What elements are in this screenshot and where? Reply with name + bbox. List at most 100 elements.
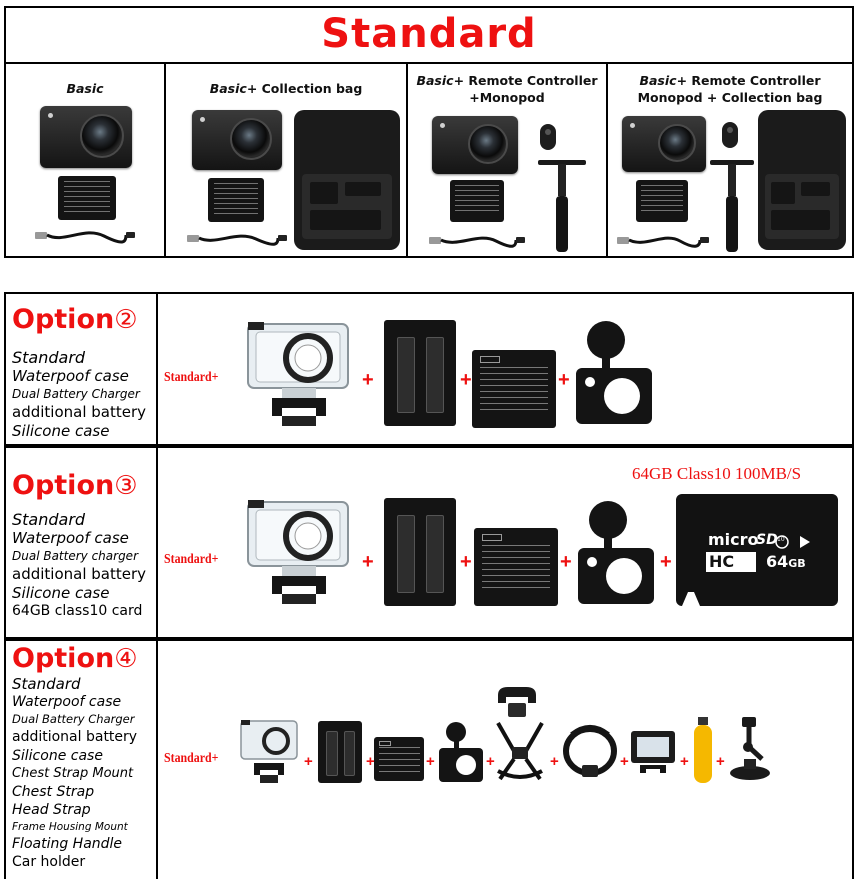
list-item: Silicone case [12,584,110,602]
waterproof-case-image [240,720,298,783]
option-3-products: 64GB Class10 100MB/S Standard+ + + + [158,448,852,637]
silicone-case-image [576,321,652,424]
list-item: Dual Battery Charger [12,387,140,401]
plus-sign: + [366,753,375,770]
additional-battery-image [374,737,424,781]
plus-sign: + [362,369,374,391]
usb-cable-image [429,236,525,248]
dual-battery-charger-image [318,721,362,783]
standard-cell-remote-monopod: Basic+ Remote Controller +Monopod [408,64,608,258]
plus-sign: + [716,753,725,770]
list-item: Dual Battery charger [12,549,138,563]
plus-sign: + [680,753,689,770]
dual-battery-charger-image [384,320,456,426]
plus-sign: + [660,551,672,573]
additional-battery-image [474,528,558,606]
standard-cell-bag: Basic+ Collection bag [166,64,408,258]
option-3-title: Option③ [12,470,138,501]
list-item: 64GB class10 card [12,603,143,619]
frame-housing-mount-image [631,731,675,773]
option-4-item-list: Standard Waterpoof case Dual Battery Cha… [12,675,158,871]
remote-controller-image [540,124,556,150]
cell-caption: Basic+ Remote Controller Monopod + Colle… [637,73,823,105]
usb-cable-image [35,231,135,244]
list-item: Waterpoof case [12,694,122,710]
dual-battery-charger-image [384,498,456,606]
usb-cable-image [617,236,709,248]
standard-row: Basic Basic+ Collection bag [6,62,852,258]
battery-image [450,180,504,222]
camera-image [622,116,706,172]
remote-controller-image [722,122,738,148]
battery-image [208,178,264,222]
cell-caption: Basic+ Remote Controller +Monopod [416,73,598,105]
sd-capacity: 64GB [766,552,806,571]
card-caption: 64GB Class10 100MB/S [632,464,802,483]
option-2-item-list: Standard Waterpoof case Dual Battery Cha… [12,348,158,440]
plus-sign: + [620,753,629,770]
option-4-title: Option④ [12,643,138,674]
list-item: Waterpoof case [12,529,129,547]
car-holder-image [730,717,770,780]
sd-class: 10 [777,536,785,543]
list-item: additional battery [12,565,147,583]
plus-sign: + [426,753,435,770]
standard-plus-label: Standard+ [164,370,219,385]
list-item: Silicone case [12,748,103,764]
sd-card-image: micro SD 10 HC 64GB [676,494,838,606]
list-item: Head Strap [12,802,91,818]
list-item: Frame Housing Mount [12,821,128,833]
option-3-panel: Option③ Standard Waterpoof case Dual Bat… [4,446,854,639]
plus-sign: + [560,551,572,573]
option-2-label-column: Option② Standard Waterpoof case Dual Bat… [6,294,158,444]
option-3-label-column: Option③ Standard Waterpoof case Dual Bat… [6,448,158,637]
head-strap-image [563,725,617,777]
sd-hc: HC [709,552,735,571]
list-item: Waterpoof case [12,367,129,385]
option-2-panel: Option② Standard Waterpoof case Dual Bat… [4,292,854,446]
list-item: Floating Handle [12,836,123,852]
cell-caption: Basic+ Collection bag [209,81,363,96]
additional-battery-image [472,350,556,428]
option-2-products: Standard+ + + + [158,294,852,444]
sd-logo: SD [756,532,778,548]
list-item: Standard [12,510,86,529]
cell-caption: Basic [6,80,164,97]
sd-brand: micro [708,530,759,549]
caption-basic: Basic [66,81,104,96]
battery-image [58,176,116,220]
standard-cell-full: Basic+ Remote Controller Monopod + Colle… [608,64,852,258]
chest-strap-mount-image [498,687,536,717]
list-item: Standard [12,348,86,367]
chest-strap-image [496,722,544,781]
usb-cable-image [187,234,287,246]
option-4-panel: Option④ Standard Waterpoof case Dual Bat… [4,639,854,879]
standard-panel: Standard Basic Basic+ Collection bag [4,6,854,258]
list-item: additional battery [12,729,138,745]
monopod-image [710,160,754,252]
standard-plus-label: Standard+ [164,751,219,766]
collection-bag-image [758,110,846,250]
monopod-image [538,160,586,252]
camera-image [432,116,518,174]
option-4-label-column: Option④ Standard Waterpoof case Dual Bat… [6,641,158,879]
standard-title: Standard [321,11,537,57]
option-3-item-list: Standard Waterpoof case Dual Battery cha… [12,510,158,621]
camera-image [192,110,282,170]
option-4-products: Standard+ + + + + [158,641,852,879]
option-2-title: Option② [12,304,138,335]
floating-handle-image [694,717,712,783]
plus-sign: + [486,753,495,770]
plus-sign: + [558,369,570,391]
battery-image [636,180,688,222]
list-item: additional battery [12,403,147,421]
collection-bag-image [294,110,400,250]
plus-sign: + [362,551,374,573]
silicone-case-image [439,722,483,782]
list-item: Silicone case [12,422,110,440]
silicone-case-image [578,501,654,604]
plus-sign: + [460,369,472,391]
list-item: Dual Battery Charger [12,712,135,726]
list-item: Car holder [12,854,86,870]
waterproof-case-image [247,322,349,426]
